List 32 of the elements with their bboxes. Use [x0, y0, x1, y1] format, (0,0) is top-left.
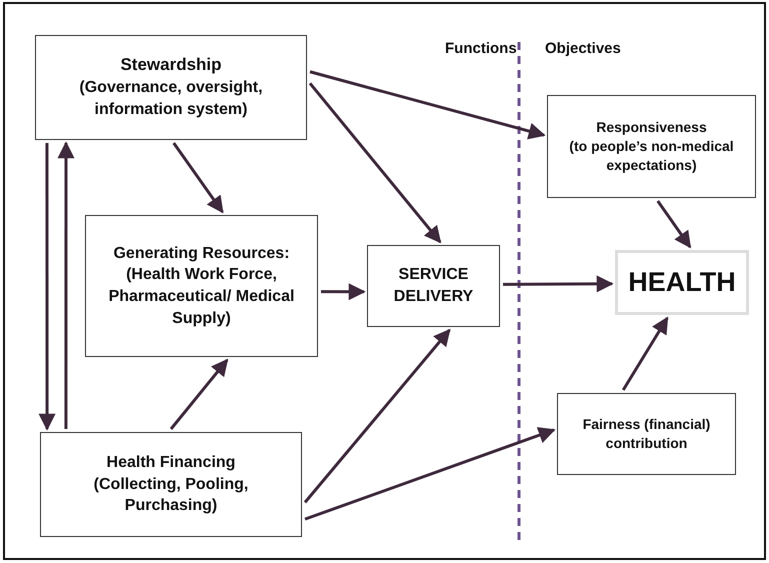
arrow — [38, 143, 56, 431]
arrow — [304, 427, 556, 521]
node-box — [615, 250, 749, 315]
node-text: HEALTH — [627, 266, 737, 300]
node-box — [557, 393, 736, 475]
arrow — [172, 142, 224, 214]
node-box — [367, 245, 500, 327]
arrow — [308, 82, 442, 244]
arrow — [622, 316, 669, 391]
node-box — [85, 215, 318, 357]
node-heading: Responsiveness — [595, 118, 708, 138]
column-heading: Functions — [445, 40, 517, 57]
node-text: (Governance, oversight, information system) — [78, 78, 264, 120]
node-box — [547, 95, 756, 198]
arrow — [304, 328, 451, 504]
node-text: (to people’s non-medical expectations) — [568, 137, 735, 175]
node-heading: Stewardship — [119, 54, 223, 76]
arrow — [321, 283, 366, 300]
arrow — [310, 70, 546, 140]
arrow — [58, 141, 74, 429]
node-box — [35, 35, 307, 140]
arrow — [656, 200, 692, 248]
arrow — [502, 275, 614, 292]
node-box — [40, 432, 302, 537]
node-text: Fairness (financial) contribution — [582, 415, 712, 453]
arrow — [170, 358, 228, 430]
node-heading: Generating Resources: — [112, 244, 291, 264]
column-heading: Objectives — [545, 40, 621, 57]
node-text: (Collecting, Pooling, Purchasing) — [92, 474, 250, 516]
node-text: (Health Work Force, Pharmaceutical/ Medical Supply) — [108, 265, 296, 329]
node-heading: Health Financing — [106, 453, 236, 474]
node-text: SERVICE DELIVERY — [392, 265, 474, 307]
